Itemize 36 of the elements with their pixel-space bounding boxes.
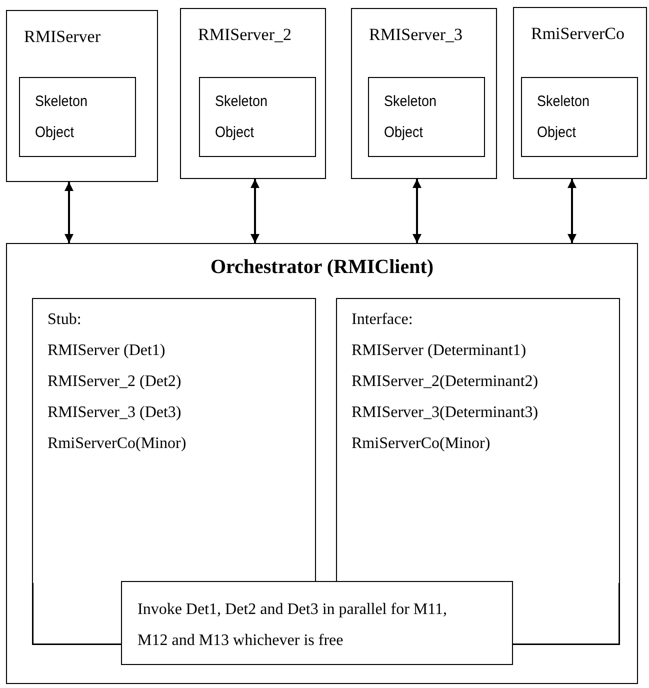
server-name: RMIServer_3 [369,25,462,45]
list-entry: RMIServer (Determinant1) [352,342,526,360]
skeleton-label: Skeleton Object [536,92,590,142]
server-box [351,8,497,179]
list-box [32,298,316,582]
double-arrow [64,182,74,243]
server-name: RMIServer_2 [198,25,292,45]
server-box [180,8,326,179]
double-arrow [568,179,576,243]
list-heading: Interface: [352,310,413,328]
note-text: Invoke Det1, Det2 and Det3 in parallel for M11, M12 and M13 whichever is free [138,600,448,650]
skeleton-box [198,76,316,156]
server-box [513,7,647,179]
list-entry: RMIServer_3 (Det3) [48,404,182,422]
skeleton-box [18,76,136,156]
list-entry: RMIServer_2 (Det2) [48,372,182,390]
list-heading: Stub: [48,310,82,328]
skeleton-label: Skeleton Object [214,92,268,142]
skeleton-box [520,76,638,156]
skeleton-label: Skeleton Object [384,92,438,142]
list-entry: RMIServer_3(Determinant3) [352,404,538,422]
list-entry: RmiServerCo(Minor) [48,434,186,452]
list-entry: RmiServerCo(Minor) [352,434,490,452]
server-box [6,10,158,182]
server-name: RMIServer [24,27,100,47]
skeleton-label: Skeleton Object [34,92,88,142]
list-entry: RMIServer (Det1) [48,342,166,360]
orchestrator-title: Orchestrator (RMIClient) [209,256,435,279]
orchestrator-box [6,243,638,684]
note-box [120,580,512,664]
list-box [336,298,620,582]
double-arrow [412,179,422,243]
server-name: RmiServerCo [531,24,624,44]
list-entry: RMIServer_2(Determinant2) [352,372,538,390]
double-arrow [250,179,260,243]
skeleton-box [368,76,484,156]
